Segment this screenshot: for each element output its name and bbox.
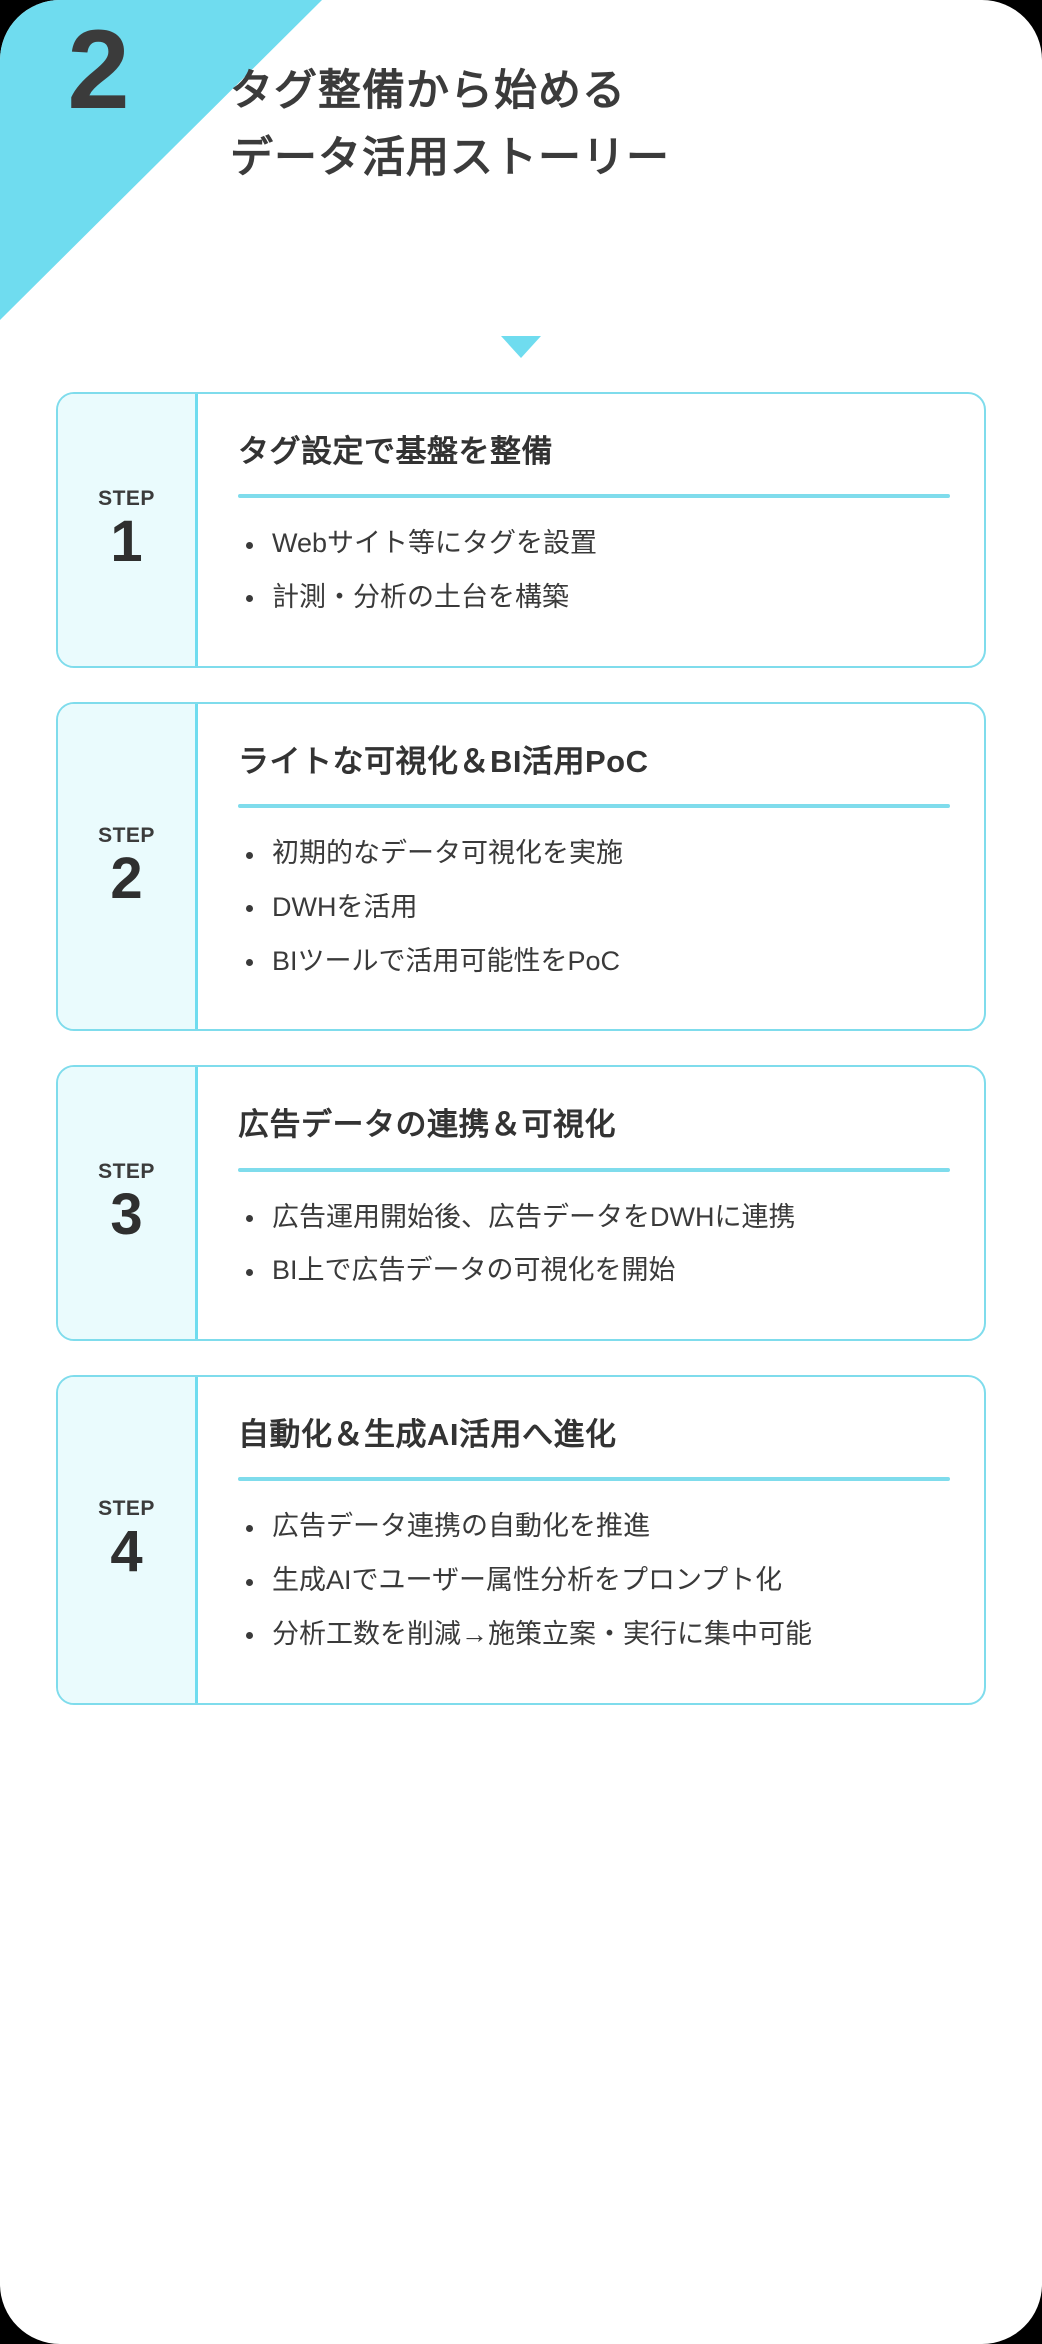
list-item-text: BI上で広告データの可視化を開始 [272, 1255, 676, 1286]
step-number: 1 [110, 508, 143, 574]
list-item: BI上で広告データの可視化を開始 [238, 1249, 950, 1293]
bullet-icon [246, 851, 253, 859]
list-item-text: 生成AIでユーザー属性分析をプロンプト化 [272, 1565, 783, 1596]
step-heading: タグ設定で基盤を整備 [238, 434, 553, 469]
step-body-4: 自動化＆生成AI活用へ進化 広告データ連携の自動化を推進 生成AIでユーザー属性… [198, 1377, 984, 1703]
divider [238, 1167, 950, 1172]
list-item-text: 初期的なデータ可視化を実施 [272, 838, 623, 869]
list-item: 計測・分析の土台を構築 [238, 576, 950, 620]
list-item: Webサイト等にタグを設置 [238, 522, 950, 566]
step-badge-3: STEP 3 [58, 1067, 198, 1340]
bullet-icon [246, 541, 253, 549]
list-item: 初期的なデータ可視化を実施 [238, 832, 950, 876]
step-label: STEP [98, 486, 155, 510]
header: 2 タグ整備から始める データ活用ストーリー [0, 0, 1042, 358]
step-number: 4 [110, 1518, 143, 1584]
page-title-line-1: タグ整備から始める [230, 67, 626, 115]
step-heading: ライトな可視化＆BI活用PoC [238, 743, 649, 779]
step-badge-2: STEP 2 [58, 703, 198, 1030]
bullet-icon [246, 958, 253, 966]
step-bullets-2: 初期的なデータ可視化を実施 DWHを活用 BIツールで活用可能性をPoC [238, 832, 950, 983]
step-bullets-4: 広告データ連携の自動化を推進 生成AIでユーザー属性分析をプロンプト化 分析工数… [238, 1505, 950, 1656]
list-item-text: BIツールで活用可能性をPoC [272, 945, 621, 976]
step-number: 3 [110, 1182, 143, 1248]
step-card-4[interactable]: STEP 4 自動化＆生成AI活用へ進化 広告データ連携の自動化を推進 生成AI… [56, 1375, 986, 1705]
bullet-icon [246, 905, 253, 913]
list-item: BIツールで活用可能性をPoC [238, 940, 950, 984]
list-item: 広告データ連携の自動化を推進 [238, 1505, 950, 1549]
step-body-1: タグ設定で基盤を整備 Webサイト等にタグを設置 計測・分析の土台を構築 [198, 394, 984, 666]
step-heading: 広告データの連携＆可視化 [238, 1107, 616, 1143]
list-item: DWHを活用 [238, 886, 950, 930]
bullet-icon [246, 1215, 253, 1222]
bullet-icon [246, 1578, 253, 1586]
list-item-text: DWHを活用 [272, 891, 418, 922]
step-bullets-3: 広告運用開始後、広告データをDWHに連携 BI上で広告データの可視化を開始 [238, 1196, 950, 1293]
bullet-icon [246, 1632, 253, 1640]
bullet-icon [246, 1524, 253, 1532]
step-list: STEP 1 タグ設定で基盤を整備 Webサイト等にタグを設置 計測・分析の土台… [0, 330, 1042, 1705]
step-badge-1: STEP 1 [58, 394, 198, 666]
step-body-3: 広告データの連携＆可視化 広告運用開始後、広告データをDWHに連携 BI上で広告… [198, 1067, 984, 1339]
divider [238, 494, 950, 499]
page-title: タグ整備から始める データ活用ストーリー [230, 58, 930, 191]
divider [238, 804, 950, 809]
list-item-text: 広告運用開始後、広告データをDWHに連携 [272, 1201, 796, 1232]
section-number: 2 [67, 7, 129, 132]
list-item-text: 広告データ連携の自動化を推進 [272, 1511, 650, 1542]
list-item-text: 分析工数を削減→施策立案・実行に集中可能 [272, 1618, 812, 1649]
list-item-text: 計測・分析の土台を構築 [272, 582, 569, 613]
bullet-icon [246, 595, 253, 603]
step-label: STEP [98, 1160, 155, 1184]
list-item: 分析工数を削減→施策立案・実行に集中可能 [238, 1613, 950, 1657]
step-card-3[interactable]: STEP 3 広告データの連携＆可視化 広告運用開始後、広告データをDWHに連携… [56, 1065, 986, 1342]
step-number: 2 [110, 845, 143, 911]
list-item-text: Webサイト等にタグを設置 [272, 528, 598, 559]
step-card-2[interactable]: STEP 2 ライトな可視化＆BI活用PoC 初期的なデータ可視化を実施 DWH… [56, 701, 986, 1032]
step-bullets-1: Webサイト等にタグを設置 計測・分析の土台を構築 [238, 522, 950, 619]
list-item: 生成AIでユーザー属性分析をプロンプト化 [238, 1559, 950, 1603]
divider [238, 1477, 950, 1482]
step-heading: 自動化＆生成AI活用へ進化 [238, 1417, 617, 1453]
page-title-line-2: データ活用ストーリー [230, 133, 670, 182]
step-card-1[interactable]: STEP 1 タグ設定で基盤を整備 Webサイト等にタグを設置 計測・分析の土台… [56, 392, 986, 668]
step-label: STEP [98, 1496, 155, 1520]
step-badge-4: STEP 4 [58, 1377, 198, 1703]
chevron-down-icon [501, 336, 541, 358]
list-item: 広告運用開始後、広告データをDWHに連携 [238, 1196, 950, 1240]
bullet-icon [246, 1268, 253, 1276]
step-body-2: ライトな可視化＆BI活用PoC 初期的なデータ可視化を実施 DWHを活用 BIツ… [198, 704, 984, 1030]
step-label: STEP [98, 823, 155, 847]
